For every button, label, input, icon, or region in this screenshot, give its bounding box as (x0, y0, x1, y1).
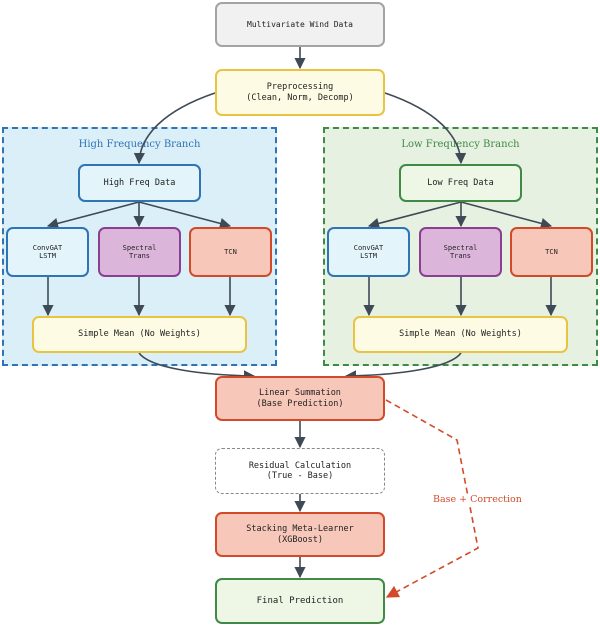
residual-calculation-node: Residual Calculation (True - Base) (215, 448, 385, 494)
node-label: Stacking Meta-Learner (246, 524, 354, 535)
edge-lf-data-to-convgat (367, 201, 462, 229)
lf-tcn-node: TCN (510, 227, 593, 277)
lf-simple-mean-node: Simple Mean (No Weights) (353, 316, 568, 353)
node-label: LSTM (39, 252, 56, 260)
node-label: Simple Mean (No Weights) (399, 329, 522, 340)
edge-base-plus-correction (385, 399, 479, 598)
node-label: Spectral (122, 243, 157, 252)
node-label: TCN (224, 247, 237, 256)
linear-summation-node: Linear Summation (Base Prediction) (215, 376, 385, 421)
base-plus-correction-label: Base + Correction (432, 494, 523, 505)
node-sublabel: (Base Prediction) (256, 398, 344, 409)
node-label: ConvGAT (32, 243, 63, 252)
lf-spectral-trans-node: Spectral Trans (419, 227, 502, 277)
hf-simple-mean-node: Simple Mean (No Weights) (32, 316, 247, 353)
node-label: High Freq Data (103, 177, 176, 188)
node-sublabel: (XGBoost) (276, 534, 324, 545)
node-sublabel: (Clean, Norm, Decomp) (246, 92, 354, 103)
node-label: Simple Mean (No Weights) (78, 329, 201, 340)
node-sublabel: (True - Base) (266, 471, 334, 481)
multivariate-wind-data-node: Multivariate Wind Data (215, 2, 385, 47)
edge-lf-data-to-tcn (460, 201, 553, 229)
node-label: Residual Calculation (248, 460, 352, 471)
final-prediction-node: Final Prediction (215, 578, 385, 624)
node-label: TCN (545, 247, 558, 256)
high-frequency-branch-title: High Frequency Branch (78, 139, 201, 150)
low-frequency-branch-title: Low Frequency Branch (401, 139, 520, 150)
hf-tcn-node: TCN (189, 227, 272, 277)
node-label: LSTM (360, 252, 377, 260)
stacking-meta-learner-node: Stacking Meta-Learner (XGBoost) (215, 512, 385, 557)
edge-hf-data-to-convgat (46, 201, 140, 229)
preprocessing-node: Preprocessing (Clean, Norm, Decomp) (215, 69, 385, 116)
edge-hf-mean-to-summation (138, 352, 256, 382)
edge-hf-data-to-tcn (138, 201, 232, 229)
hf-spectral-trans-node: Spectral Trans (98, 227, 181, 277)
low-freq-data-node: Low Freq Data (399, 164, 522, 202)
node-label: Trans (128, 252, 151, 260)
high-freq-data-node: High Freq Data (78, 164, 201, 202)
node-label: Low Freq Data (427, 177, 494, 188)
node-label: Trans (449, 252, 472, 260)
node-label: Spectral (443, 243, 478, 252)
node-label: Linear Summation (259, 388, 341, 399)
node-label: Preprocessing (266, 82, 334, 93)
node-label: Multivariate Wind Data (247, 19, 353, 29)
lf-convgat-lstm-node: ConvGAT LSTM (327, 227, 410, 277)
edge-preprocessing-to-low-freq (384, 92, 467, 165)
hf-convgat-lstm-node: ConvGAT LSTM (6, 227, 89, 277)
edge-lf-mean-to-summation (344, 352, 462, 382)
node-label: Final Prediction (256, 595, 344, 606)
edge-preprocessing-to-high-freq (133, 92, 216, 165)
node-label: ConvGAT (353, 243, 384, 252)
